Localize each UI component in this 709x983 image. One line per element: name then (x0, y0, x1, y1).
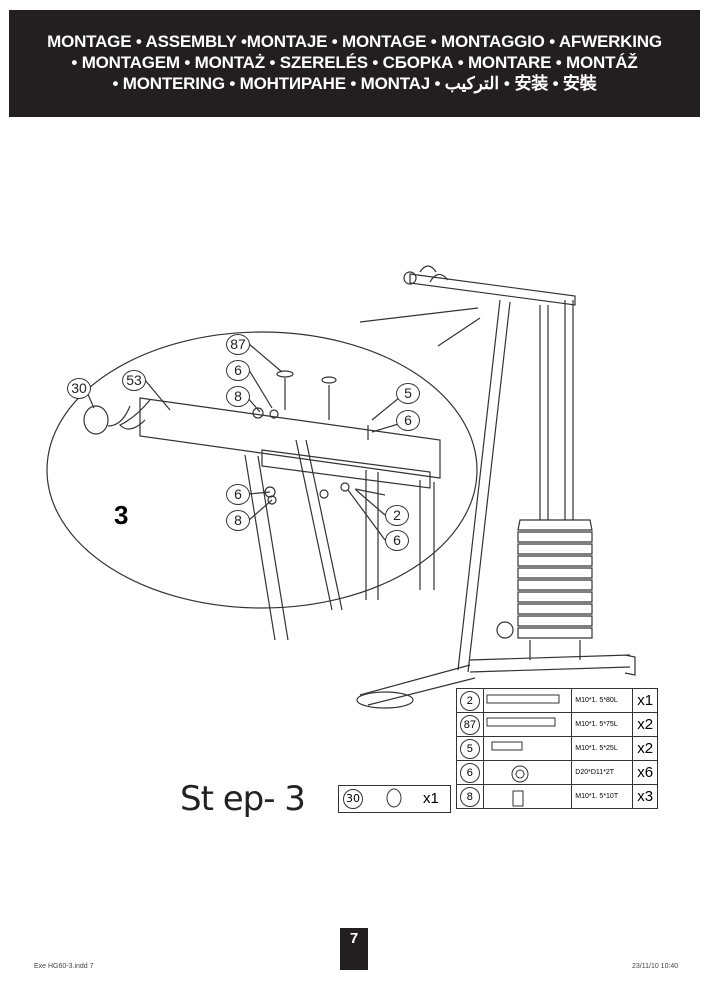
part-spec: D20*D11*2T (571, 760, 634, 785)
nut-icon (482, 784, 573, 809)
callout-53: 53 (122, 370, 146, 391)
part-number: 30 (343, 789, 363, 809)
part-number: 2 (459, 690, 480, 711)
header-line-1: MONTAGE • ASSEMBLY •MONTAJE • MONTAGE • … (47, 32, 662, 51)
callout-8b: 8 (226, 510, 250, 531)
callout-2: 2 (385, 505, 409, 526)
single-part-box: 30 x1 (338, 785, 451, 813)
callout-6c: 6 (226, 484, 250, 505)
step-title: St ep- 3 (180, 779, 306, 819)
part-number: 6 (459, 762, 480, 783)
step-number: 3 (114, 500, 129, 530)
callout-8: 8 (226, 386, 250, 407)
part-qty: x1 (632, 688, 658, 713)
part-qty: x1 (423, 790, 439, 807)
page-number: 7 (340, 928, 368, 970)
footer-datetime: 23/11/10 10:40 (632, 963, 679, 970)
parts-table: 2 M10*1. 5*80L x1 87 M10*1. 5*75L x2 5 M… (456, 688, 658, 809)
table-row: 8 M10*1. 5*10T x3 (456, 784, 658, 809)
table-row: 6 D20*D11*2T x6 (456, 760, 658, 785)
bolt-icon (482, 712, 573, 737)
callout-6: 6 (226, 360, 250, 381)
part-qty: x3 (632, 784, 658, 809)
part-spec: M10*1. 5*80L (571, 688, 634, 713)
bubble-pointer (359, 307, 481, 347)
table-row: 87 M10*1. 5*75L x2 (456, 712, 658, 737)
callout-6b: 6 (396, 410, 420, 431)
header-banner: MONTAGE • ASSEMBLY •MONTAJE • MONTAGE • … (9, 10, 700, 117)
table-row: 5 M10*1. 5*25L x2 (456, 736, 658, 761)
part-qty: x2 (632, 736, 658, 761)
header-line-2: • MONTAGEM • MONTAŻ • SZERELÉS • СБОРКА … (71, 53, 638, 72)
table-row: 2 M10*1. 5*80L x1 (456, 688, 658, 713)
part-qty: x6 (632, 760, 658, 785)
bolt-icon (482, 688, 573, 713)
part-spec: M10*1. 5*10T (571, 784, 634, 809)
part-spec: M10*1. 5*75L (571, 712, 634, 737)
part-qty: x2 (632, 712, 658, 737)
header-line-3: • MONTERING • МОНТИРАНЕ • MONTAJ • الترك… (112, 74, 597, 93)
callout-5: 5 (396, 383, 420, 404)
detail-bubble (46, 331, 478, 609)
screw-icon (482, 736, 573, 761)
part-spec: M10*1. 5*25L (571, 736, 634, 761)
footer-file: Exe HG60-3.indd 7 (34, 963, 94, 970)
weight-stack (517, 531, 593, 639)
part-number: 5 (459, 738, 480, 759)
callout-30: 30 (67, 378, 91, 399)
part-number: 8 (459, 786, 480, 807)
callout-87: 87 (226, 334, 250, 355)
part-number: 87 (459, 714, 480, 735)
callout-6d: 6 (385, 530, 409, 551)
washer-icon (482, 760, 573, 785)
